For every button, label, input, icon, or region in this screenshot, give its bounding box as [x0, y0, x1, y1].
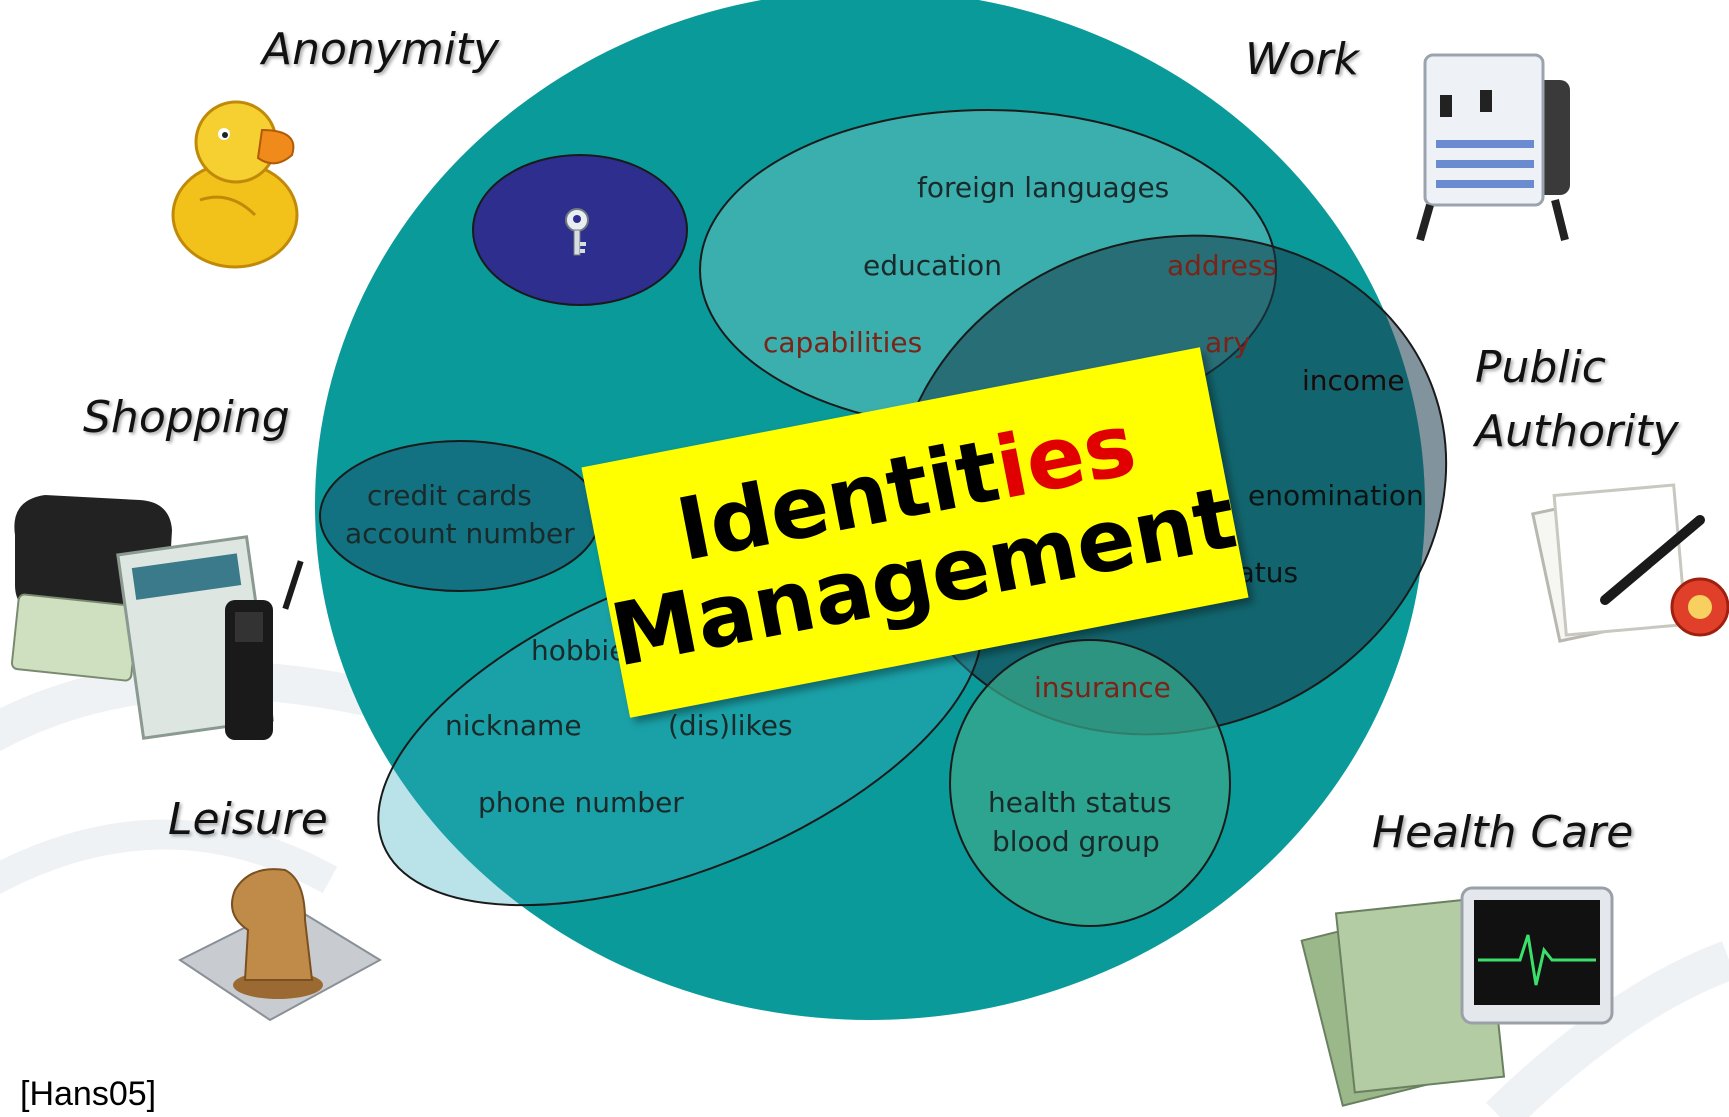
wallet-icon — [10, 495, 304, 740]
chess-knight-icon — [178, 868, 382, 1022]
attr-address: address — [1167, 249, 1278, 282]
attr-denomination-fragment: enomination — [1248, 479, 1424, 512]
category-label-leisure: Leisure — [168, 794, 328, 845]
attr-insurance: insurance — [1034, 671, 1171, 704]
attr-account-number: account number — [345, 517, 575, 550]
attr-nickname: nickname — [445, 709, 582, 742]
newspaper-monitor-icon — [1300, 886, 1614, 1107]
category-label-public-authority-line2: Authority — [1475, 406, 1679, 457]
attr-capabilities: capabilities — [763, 326, 923, 359]
category-label-shopping: Shopping — [83, 392, 290, 443]
rolodex-icon — [1416, 53, 1570, 242]
citation: [Hans05] — [20, 1075, 157, 1113]
attr-dislikes: (dis)likes — [668, 709, 793, 742]
attr-foreign-languages: foreign languages — [917, 171, 1170, 204]
rubber-duck-icon — [171, 100, 299, 269]
attr-phone-number: phone number — [478, 786, 684, 819]
background-swoosh — [0, 819, 338, 895]
attr-income: income — [1302, 364, 1405, 397]
attr-health-status: health status — [988, 786, 1172, 819]
document-pen-icon — [1531, 483, 1729, 643]
category-label-work: Work — [1245, 34, 1359, 85]
background-swoosh — [1486, 941, 1729, 1117]
attr-credit-cards: credit cards — [367, 479, 532, 512]
category-label-public-authority-line1: Public — [1475, 342, 1606, 393]
key-icon — [565, 208, 589, 256]
attr-blood-group: blood group — [992, 825, 1160, 858]
category-label-health-care: Health Care — [1372, 807, 1634, 858]
attr-salary-fragment: ary — [1205, 326, 1251, 359]
attr-education: education — [863, 249, 1002, 282]
category-label-anonymity: Anonymity — [262, 24, 500, 75]
health-care-ellipse — [949, 639, 1231, 927]
